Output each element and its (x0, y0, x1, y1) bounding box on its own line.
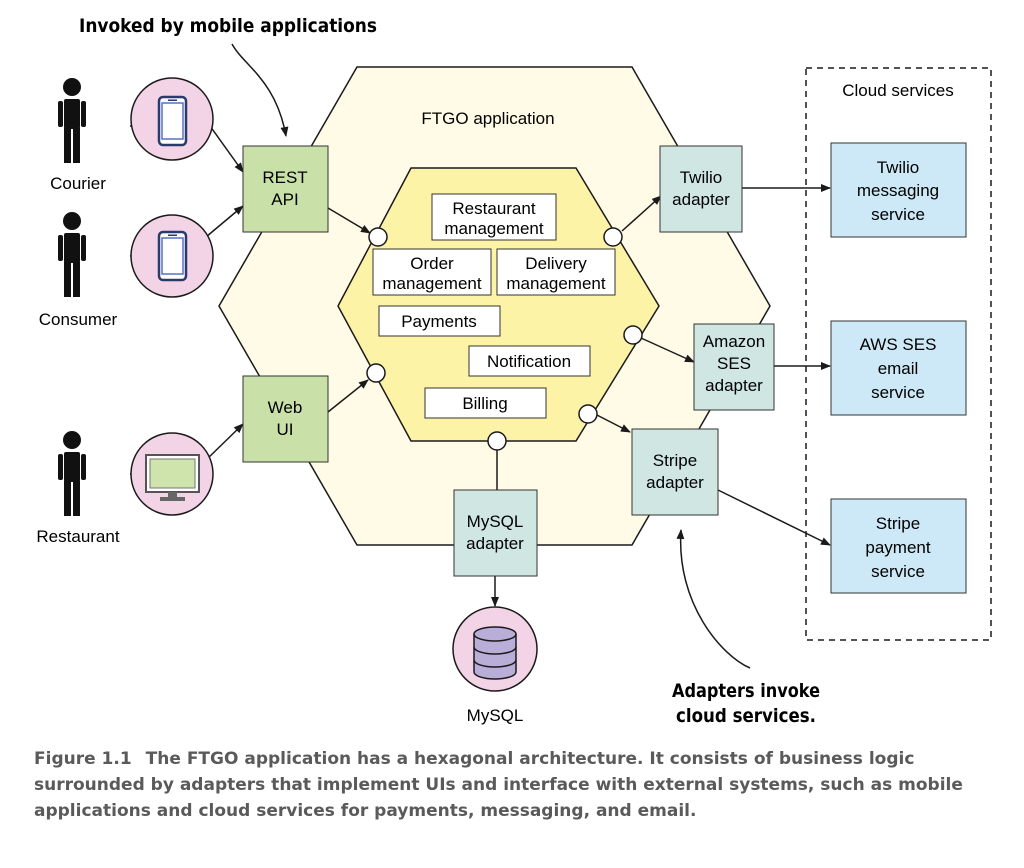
ses-service-line2: email (878, 359, 919, 378)
desktop-monitor-icon (130, 432, 214, 516)
module-order-line2: management (382, 274, 482, 293)
web-ui-line1: Web (268, 398, 303, 417)
ports (366, 227, 643, 451)
web-ui-line2: UI (277, 420, 294, 439)
module-payments-label: Payments (401, 312, 477, 331)
cloud-services-title: Cloud services (842, 81, 954, 100)
module-delivery-line1: Delivery (525, 254, 587, 273)
module-payments: Payments (378, 305, 501, 337)
callout-adapters-line1: Adapters invoke (672, 680, 820, 702)
twilio-service-line2: messaging (857, 181, 939, 200)
twilio-adapter-line1: Twilio (680, 168, 723, 187)
mobile-phone-icon (130, 214, 214, 298)
figure-caption-text: The FTGO application has a hexagonal arc… (34, 749, 963, 821)
ses-adapter-line3: adapter (705, 376, 763, 395)
module-order-line1: Order (410, 254, 454, 273)
rest-api-line1: REST (262, 168, 307, 187)
outer-hexagon-label: FTGO application (421, 109, 554, 128)
stripe-payment-service: Stripe payment service (830, 498, 967, 594)
database-icon (452, 606, 538, 692)
stripe-service-line2: payment (865, 538, 930, 557)
port-web (366, 363, 386, 383)
aws-ses-email-service: AWS SES email service (830, 320, 967, 416)
mysql-adapter-line1: MySQL (467, 512, 524, 531)
twilio-service-line1: Twilio (877, 158, 920, 177)
module-restaurant-management: Restaurant management (431, 193, 557, 241)
amazon-ses-adapter: Amazon SES adapter (693, 323, 775, 411)
ses-adapter-line2: SES (717, 354, 751, 373)
stripe-service-line3: service (871, 562, 925, 581)
mysql-adapter: MySQL adapter (453, 489, 538, 577)
actor-restaurant-label: Restaurant (36, 527, 119, 546)
ses-service-line1: AWS SES (860, 335, 937, 354)
stripe-adapter-line2: adapter (646, 473, 704, 492)
twilio-adapter: Twilio adapter (659, 145, 743, 233)
port-mysql (487, 431, 507, 451)
twilio-service-line3: service (871, 205, 925, 224)
actor-consumer-label: Consumer (39, 310, 118, 329)
actor-courier-label: Courier (50, 174, 106, 193)
module-billing-label: Billing (462, 394, 507, 413)
port-rest (368, 227, 388, 247)
module-notification: Notification (468, 345, 591, 377)
module-notification-label: Notification (487, 352, 571, 371)
database-label: MySQL (467, 706, 524, 725)
rest-api-adapter: REST API (242, 145, 329, 233)
port-twilio (603, 227, 623, 247)
web-ui-adapter: Web UI (242, 375, 329, 463)
stripe-adapter-line1: Stripe (653, 451, 697, 470)
person-icon (58, 431, 86, 516)
mysql-adapter-line2: adapter (466, 534, 524, 553)
stripe-service-line1: Stripe (876, 514, 920, 533)
figure-number: Figure 1.1 (34, 749, 132, 769)
architecture-diagram: FTGO application Restaurant management O… (36, 15, 992, 727)
mobile-phone-icon (130, 77, 214, 161)
person-icon (58, 78, 86, 163)
module-restaurant-line2: management (444, 219, 544, 238)
rest-api-line2: API (271, 190, 298, 209)
twilio-messaging-service: Twilio messaging service (830, 142, 967, 238)
port-ses (623, 325, 643, 345)
port-stripe (578, 404, 598, 424)
module-delivery-line2: management (506, 274, 606, 293)
module-billing: Billing (424, 387, 547, 419)
ses-service-line3: service (871, 383, 925, 402)
cloud-services-boundary (805, 67, 992, 641)
ses-adapter-line1: Amazon (703, 332, 765, 351)
module-delivery-management: Delivery management (496, 248, 616, 296)
module-order-management: Order management (372, 248, 492, 296)
person-icon (58, 212, 86, 297)
callout-mobile: Invoked by mobile applications (79, 15, 377, 37)
twilio-adapter-line2: adapter (672, 190, 730, 209)
module-restaurant-line1: Restaurant (452, 199, 535, 218)
connectors (130, 43, 831, 669)
callout-adapters-line2: cloud services. (676, 705, 816, 727)
stripe-adapter: Stripe adapter (631, 428, 719, 516)
